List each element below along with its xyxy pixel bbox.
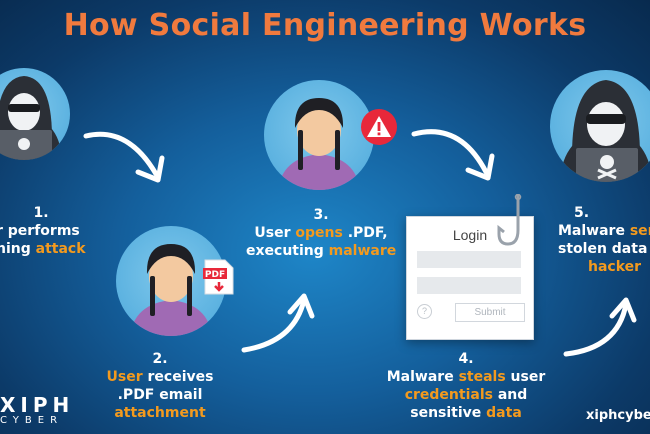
logo-main-text: XIPH xyxy=(0,393,75,417)
brand-logo: XIPH CYBER xyxy=(0,393,74,426)
arrow-icon xyxy=(563,297,637,357)
submit-button: Submit xyxy=(455,303,525,322)
step-4-line1-a: Malware xyxy=(386,369,459,385)
logo-sub-text: CYBER xyxy=(0,415,64,426)
step-3-highlight-malware: malware xyxy=(328,243,397,259)
user-avatar-3 xyxy=(264,80,374,190)
step-3-text: 3. User opens .PDF, executing malware xyxy=(246,206,396,260)
step-3-line2-a: executing xyxy=(246,243,329,259)
step-2-line1: receives xyxy=(142,369,214,385)
step-5-line2: stolen data xyxy=(558,241,648,257)
step-2-highlight-user: User xyxy=(106,369,143,385)
step-3-line1-a: User xyxy=(254,225,296,241)
step-4-line2-b: and xyxy=(492,387,528,403)
step-4-highlight-credentials: credentials xyxy=(404,387,493,403)
step-4-number: 4. xyxy=(458,351,474,367)
step-4-highlight-data: data xyxy=(486,405,522,421)
step-3-line1-b: .PDF, xyxy=(342,225,388,241)
step-1-line1: r performs xyxy=(0,223,80,239)
hacker-avatar-5 xyxy=(550,70,650,182)
hacker-icon xyxy=(0,76,62,160)
arrow-icon xyxy=(83,131,165,183)
page-title: How Social Engineering Works xyxy=(63,8,587,43)
step-2-text: 2. User receives .PDF email attachment xyxy=(96,350,224,422)
user-icon xyxy=(130,244,212,336)
step-4-line1-b: user xyxy=(505,369,546,385)
skull-laptop-icon xyxy=(560,80,650,182)
warning-icon xyxy=(360,108,398,146)
step-2-number: 2. xyxy=(152,351,168,367)
step-1-line2: hing xyxy=(0,241,31,257)
step-5-number: 5. xyxy=(574,205,590,221)
step-3-number: 3. xyxy=(313,207,329,223)
user-avatar-2 xyxy=(116,226,226,336)
step-5-highlight-ser: ser xyxy=(629,223,650,239)
user-icon xyxy=(278,98,360,190)
step-4-highlight-steals: steals xyxy=(458,369,506,385)
login-form: Login ? Submit xyxy=(406,216,534,340)
step-1-text: 1. r performs hing attack xyxy=(0,204,86,258)
step-2-line2: .PDF email xyxy=(117,387,203,403)
step-4-text: 4. Malware steals user credentials and s… xyxy=(378,350,554,422)
pdf-label: PDF xyxy=(205,270,225,280)
step-2-highlight-attachment: attachment xyxy=(114,405,206,421)
step-1-highlight: attack xyxy=(35,241,86,257)
password-field xyxy=(417,277,521,294)
arrow-icon xyxy=(241,293,315,353)
step-5-line1-a: Malware xyxy=(558,223,630,239)
hacker-avatar-1 xyxy=(0,68,70,160)
username-field xyxy=(417,251,521,268)
step-5-highlight-hacker: hacker xyxy=(588,259,642,275)
step-5-text: 5. Malware ser stolen data hacker xyxy=(558,204,650,276)
website-text: xiphcybe xyxy=(586,408,650,423)
help-icon: ? xyxy=(417,304,432,319)
fishing-hook-icon xyxy=(496,193,526,254)
pdf-file-icon: PDF xyxy=(203,258,235,296)
step-3-highlight-opens: opens xyxy=(295,225,343,241)
login-title: Login xyxy=(452,227,488,243)
arrow-icon xyxy=(411,129,495,181)
step-4-line3-a: sensitive xyxy=(410,405,487,421)
step-1-number: 1. xyxy=(33,205,49,221)
